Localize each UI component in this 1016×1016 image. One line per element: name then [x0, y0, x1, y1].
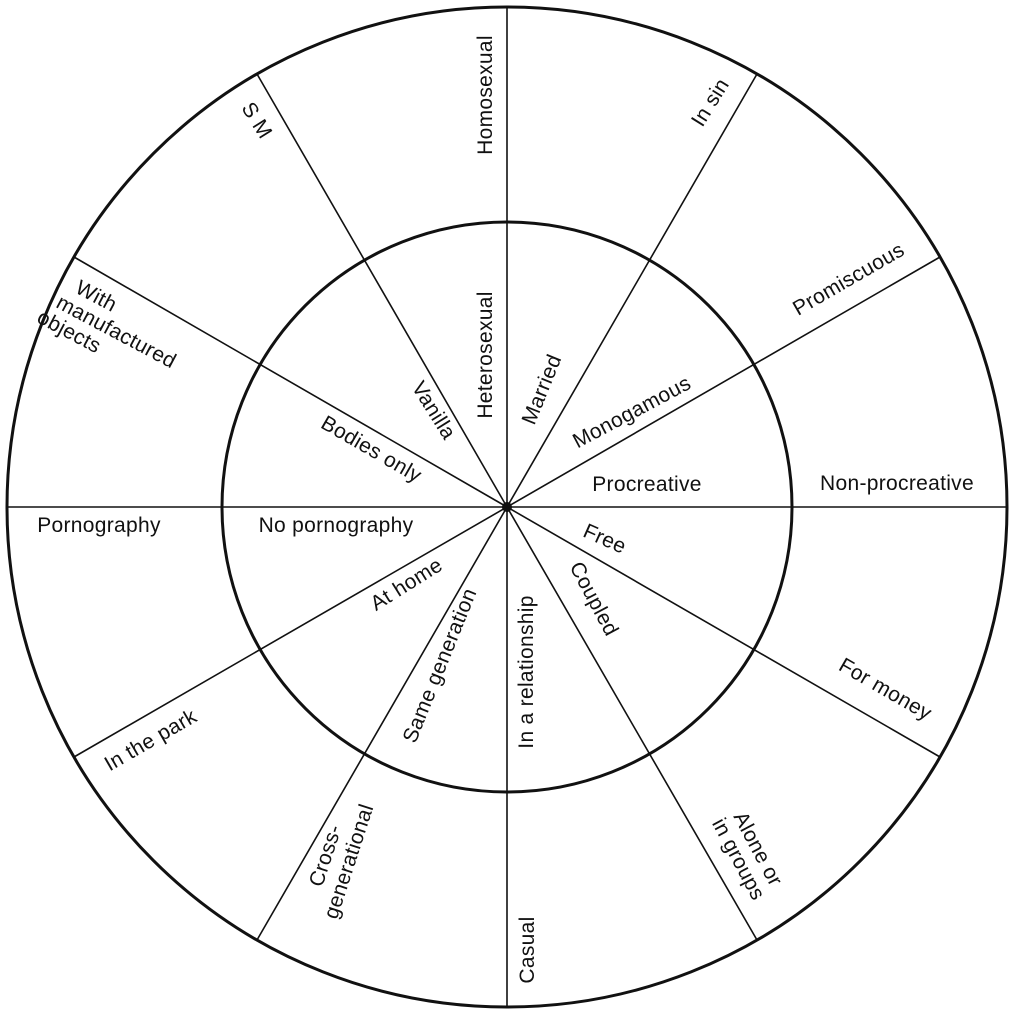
label-casual: Casual — [516, 916, 539, 983]
label-in-sin: In sin — [687, 74, 734, 130]
label-monogamous: Monogamous — [569, 372, 695, 453]
label-non-procreative: Non-procreative — [820, 472, 974, 495]
spoke-30 — [506, 73, 758, 508]
spoke-210 — [256, 506, 508, 941]
label-coupled: Coupled — [565, 558, 623, 640]
label-bodies-only: Bodies only — [317, 411, 426, 487]
label-heterosexual: Heterosexual — [474, 291, 497, 418]
label-same-generation: Same generation — [399, 585, 482, 746]
label-in-a-relationship: In a relationship — [515, 595, 538, 748]
spoke-120 — [506, 506, 941, 758]
spoke-60 — [506, 256, 941, 508]
label-in-the-park: In the park — [101, 705, 201, 776]
center-hub — [502, 502, 512, 512]
label-with-manufactured-objects: With manufactured objects — [33, 276, 180, 373]
label-cross-generational: Cross- generational — [305, 801, 379, 921]
label-alone-or-in-groups: Alone or in groups — [707, 808, 787, 904]
label-at-home: At home — [366, 553, 446, 615]
label-promiscuous: Promiscuous — [789, 238, 908, 320]
label-sm: S M — [237, 98, 277, 143]
spoke-240 — [73, 506, 508, 758]
label-pornography: Pornography — [37, 514, 161, 537]
label-no-pornography: No pornography — [259, 514, 414, 537]
label-for-money: For money — [835, 654, 936, 726]
spoke-300 — [73, 256, 508, 508]
label-homosexual: Homosexual — [474, 35, 497, 155]
spoke-150 — [506, 506, 758, 941]
spoke-330 — [256, 73, 508, 508]
label-procreative: Procreative — [592, 473, 702, 496]
